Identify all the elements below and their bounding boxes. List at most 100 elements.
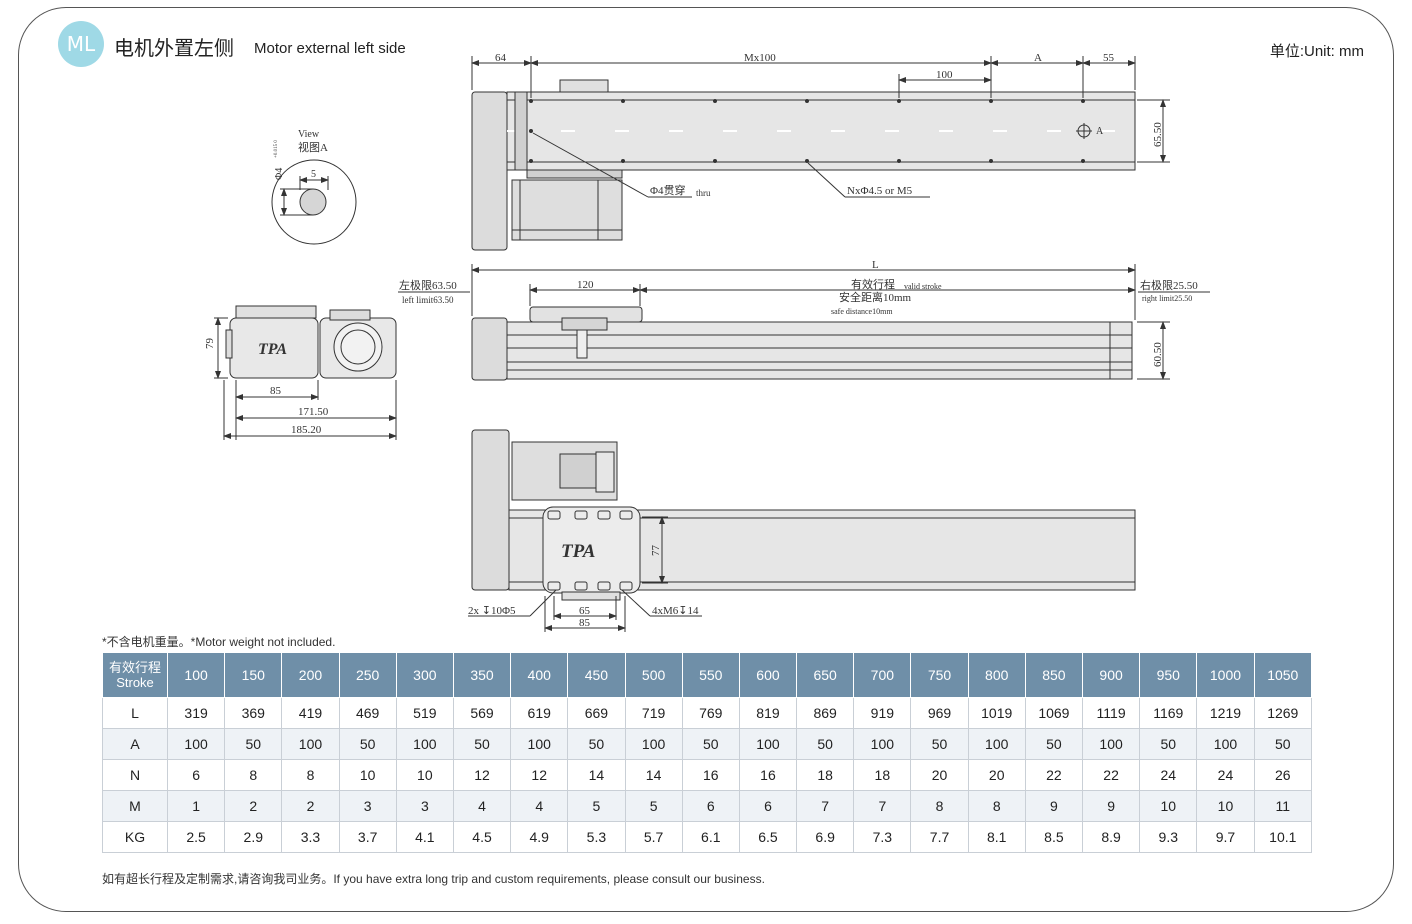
logo-side: TPA xyxy=(258,341,287,358)
table-cell: 100 xyxy=(1081,728,1141,760)
table-cell: 8 xyxy=(967,790,1026,822)
table-cell: 2.9 xyxy=(224,821,283,853)
table-cell: 14 xyxy=(567,759,626,791)
table-cell: 5 xyxy=(567,790,626,822)
table-cell: 419 xyxy=(281,697,340,729)
table-cell: 8 xyxy=(281,759,340,791)
table-cell: 3 xyxy=(395,790,454,822)
table-cell: 1269 xyxy=(1253,697,1313,729)
table-cell: 4 xyxy=(452,790,512,822)
table-cell: 50 xyxy=(338,728,397,760)
table-cell: 469 xyxy=(338,697,397,729)
stroke-header-450: 450 xyxy=(567,652,626,698)
view-a-detail xyxy=(271,159,357,245)
row-label: KG xyxy=(102,821,168,853)
safe-distance-en: safe distance10mm xyxy=(831,307,893,316)
table-cell: 1069 xyxy=(1024,697,1084,729)
table-cell: 100 xyxy=(510,728,569,760)
hole-4x: 4xM6↧14 xyxy=(652,605,699,617)
table-cell: 100 xyxy=(853,728,912,760)
table-cell: 50 xyxy=(567,728,626,760)
table-cell: 8 xyxy=(224,759,283,791)
table-cell: 100 xyxy=(166,728,226,760)
table-cell: 8 xyxy=(910,790,969,822)
table-cell: 18 xyxy=(853,759,912,791)
stroke-header-800: 800 xyxy=(967,652,1026,698)
table-cell: 2 xyxy=(281,790,340,822)
table-cell: 319 xyxy=(166,697,226,729)
table-cell: 22 xyxy=(1024,759,1084,791)
stroke-header-100: 100 xyxy=(166,652,226,698)
table-cell: 769 xyxy=(681,697,740,729)
unit-label: 单位:Unit: mm xyxy=(1269,43,1364,60)
dim-65-50: 65.50 xyxy=(1152,122,1164,147)
table-cell: 50 xyxy=(681,728,740,760)
table-cell: 16 xyxy=(681,759,740,791)
stroke-header-500: 500 xyxy=(624,652,683,698)
stroke-header-en: Stroke xyxy=(116,675,154,690)
table-cell: 50 xyxy=(224,728,283,760)
model-badge: ML xyxy=(58,21,104,67)
table-cell: 11 xyxy=(1253,790,1313,822)
view-cn: 视图A xyxy=(298,140,328,154)
view-5: 5 xyxy=(311,169,316,180)
table-cell: 9.7 xyxy=(1196,821,1255,853)
table-cell: 369 xyxy=(224,697,283,729)
table-cell: 50 xyxy=(1253,728,1313,760)
dim-79: 79 xyxy=(204,338,216,350)
custom-note: 如有超长行程及定制需求,请咨询我司业务。If you have extra lo… xyxy=(102,872,765,886)
stroke-header-850: 850 xyxy=(1024,652,1084,698)
hole-thru-label: Φ4贯穿 xyxy=(650,183,686,197)
dim-64: 64 xyxy=(495,52,507,64)
stroke-header-150: 150 xyxy=(224,652,283,698)
valid-stroke: 有效行程 xyxy=(851,277,895,291)
table-cell: 4.5 xyxy=(452,821,512,853)
table-cell: 10 xyxy=(395,759,454,791)
stroke-header-650: 650 xyxy=(796,652,855,698)
table-cell: 10 xyxy=(338,759,397,791)
table-cell: 100 xyxy=(738,728,798,760)
motor-end-view xyxy=(214,305,397,440)
table-cell: 619 xyxy=(510,697,569,729)
valid-stroke-en: valid stroke xyxy=(904,282,942,291)
dim-185-20: 185.20 xyxy=(291,424,322,436)
stroke-header-350: 350 xyxy=(452,652,512,698)
table-cell: 1219 xyxy=(1196,697,1255,729)
right-limit-en: right limit25.50 xyxy=(1142,294,1192,303)
stroke-header-950: 950 xyxy=(1139,652,1198,698)
page-frame xyxy=(18,7,1394,912)
table-cell: 919 xyxy=(853,697,912,729)
table-cell: 6.5 xyxy=(738,821,798,853)
stroke-header-400: 400 xyxy=(510,652,569,698)
table-cell: 4.9 xyxy=(510,821,569,853)
table-cell: 10.1 xyxy=(1253,821,1313,853)
page-title-cn: 电机外置左侧 xyxy=(114,36,234,60)
dim-77: 77 xyxy=(650,545,662,557)
table-cell: 24 xyxy=(1196,759,1255,791)
table-cell: 6 xyxy=(681,790,740,822)
view-a-marker: A xyxy=(1096,126,1104,137)
stroke-header-900: 900 xyxy=(1081,652,1141,698)
row-label: L xyxy=(102,697,168,729)
table-cell: 1169 xyxy=(1139,697,1198,729)
table-cell: 669 xyxy=(567,697,626,729)
table-cell: 819 xyxy=(738,697,798,729)
table-cell: 7 xyxy=(796,790,855,822)
logo-bottom: TPA xyxy=(561,541,595,562)
view-en: View xyxy=(298,129,320,140)
table-cell: 100 xyxy=(395,728,454,760)
table-cell: 519 xyxy=(395,697,454,729)
table-cell: 719 xyxy=(624,697,683,729)
bottom-view xyxy=(468,429,1136,632)
left-limit-en: left limit63.50 xyxy=(402,295,454,305)
left-limit: 左极限63.50 xyxy=(399,278,457,292)
stroke-header-700: 700 xyxy=(853,652,912,698)
dim-a: A xyxy=(1034,52,1042,64)
table-cell: 1019 xyxy=(967,697,1026,729)
technical-drawing: 64 Mx100 A 55 100 65.50 A Φ4贯穿 thru NxΦ4… xyxy=(204,52,1210,632)
table-cell: 50 xyxy=(1024,728,1084,760)
